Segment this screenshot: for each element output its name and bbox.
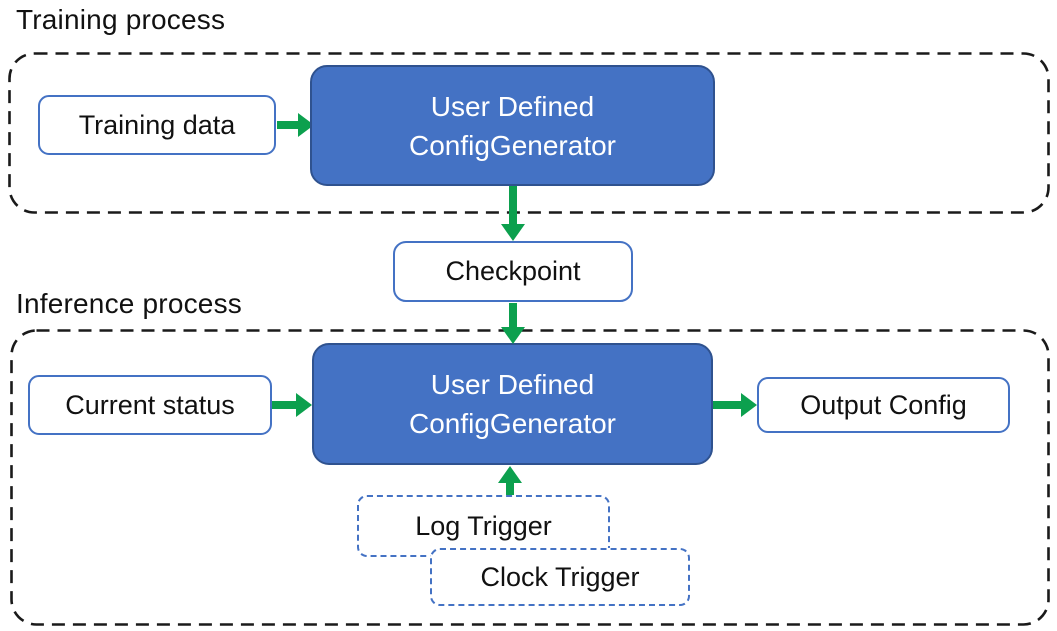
arrow-trigger-to-generator-icon [497,466,523,497]
inference-config-generator-box: User Defined ConfigGenerator [312,343,713,465]
clock-trigger-label: Clock Trigger [480,561,640,592]
clock-trigger-box: Clock Trigger [430,548,690,606]
training-generator-line2: ConfigGenerator [408,129,616,161]
training-process-title: Training process [16,4,226,35]
inference-process-title: Inference process [16,288,242,319]
output-config-box: Output Config [757,377,1010,433]
checkpoint-box: Checkpoint [393,241,633,302]
current-status-box: Current status [28,375,272,435]
training-data-label: Training data [78,109,236,140]
inference-generator-line1: User Defined [430,369,595,400]
training-generator-line1: User Defined [430,90,595,122]
checkpoint-label: Checkpoint [445,256,581,286]
inference-generator-line2: ConfigGenerator [408,408,616,439]
arrow-training-data-to-generator-icon [277,112,314,138]
arrow-checkpoint-to-generator-icon [500,303,526,344]
training-data-box: Training data [38,95,276,155]
log-trigger-label: Log Trigger [415,510,552,541]
training-config-generator-box: User Defined ConfigGenerator [310,65,715,186]
arrow-generator-to-checkpoint-icon [500,186,526,241]
arrow-current-status-to-generator-icon [272,392,312,418]
current-status-label: Current status [65,389,235,420]
arrow-generator-to-output-icon [713,392,757,418]
output-config-label: Output Config [800,389,967,420]
